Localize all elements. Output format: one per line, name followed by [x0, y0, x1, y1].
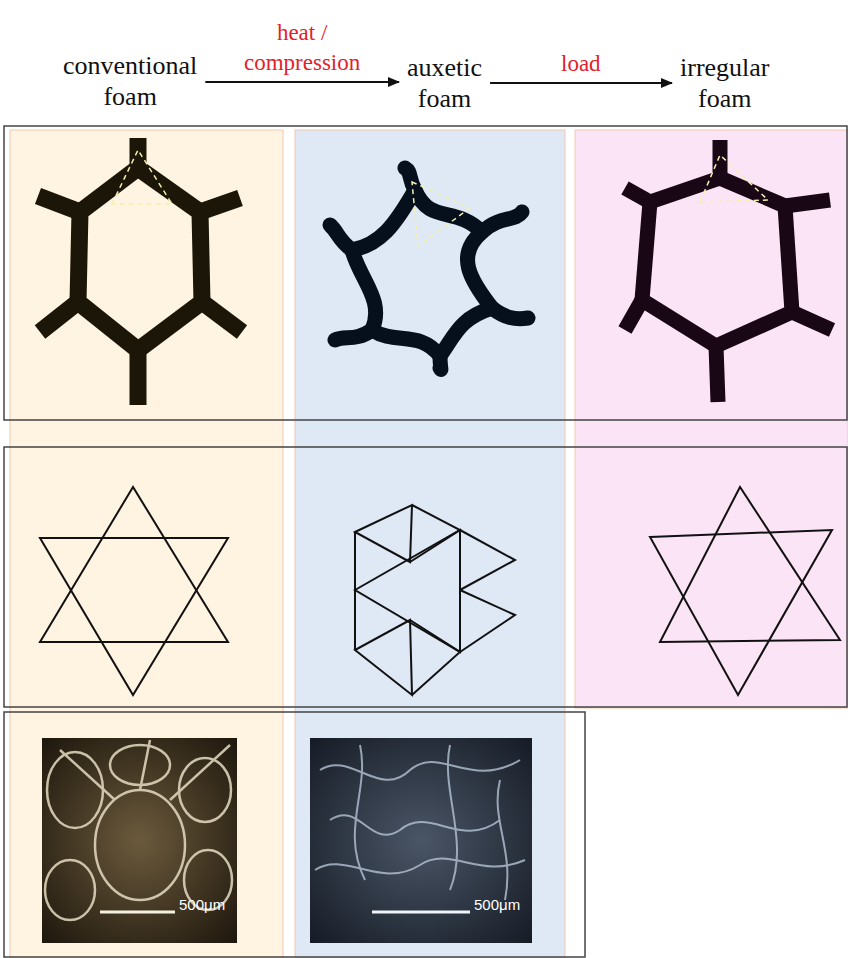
scale-label: 500μm: [474, 896, 520, 914]
band: [295, 130, 565, 958]
edge-label-box: heat / compression: [244, 18, 360, 78]
sem-texture: [45, 740, 232, 920]
scale-bar: [100, 911, 175, 914]
column-heading: conventional foam: [63, 50, 197, 112]
sem-texture: [315, 745, 525, 900]
star-model: [650, 487, 840, 695]
row-frame: [4, 447, 847, 707]
sem-image: [42, 738, 237, 943]
cell-struts: [625, 140, 832, 402]
star-model: [40, 487, 228, 695]
band: [10, 130, 283, 958]
band: [575, 130, 848, 708]
dashed-triangle: [700, 155, 768, 202]
column-heading: irregular foam: [680, 52, 770, 114]
process-arrow: [205, 81, 399, 83]
dashed-triangle: [112, 150, 172, 204]
heading-text: conventional foam: [63, 50, 197, 112]
scale-bar: [372, 911, 470, 914]
sem-image: [310, 738, 532, 943]
cell-struts: [330, 168, 528, 370]
scale-label: 500μm: [179, 896, 225, 914]
heading-text: irregular foam: [680, 52, 770, 114]
edge-label-box: load: [561, 49, 601, 79]
dashed-triangle: [412, 182, 470, 246]
column-heading: auxetic foam: [407, 52, 482, 114]
reentrant-model: [355, 505, 515, 695]
row-frame: [4, 712, 585, 957]
heading-text: auxetic foam: [407, 52, 482, 114]
edge-label: heat / compression: [244, 20, 360, 75]
row-frame: [4, 126, 847, 420]
cell-struts: [38, 138, 242, 405]
edge-label: load: [561, 51, 601, 76]
process-arrow: [490, 82, 672, 84]
